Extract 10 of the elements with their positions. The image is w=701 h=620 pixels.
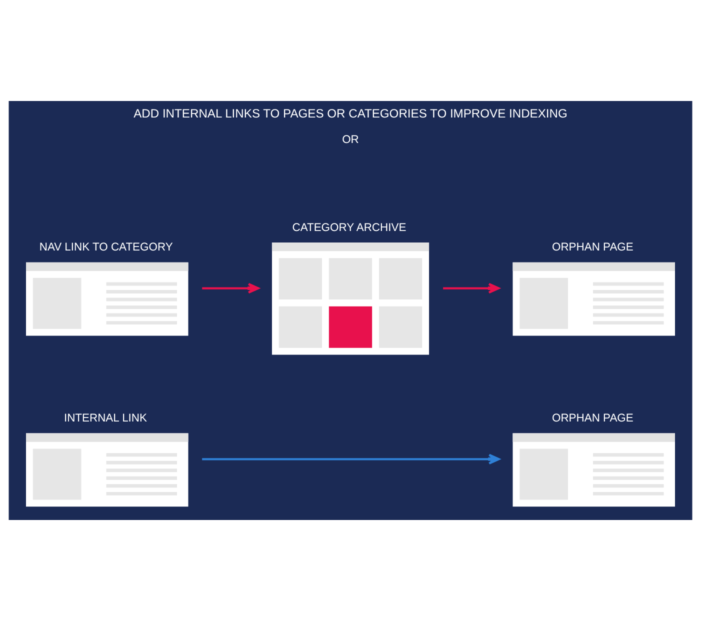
node-label: CATEGORY ARCHIVE <box>292 221 406 234</box>
arrow <box>202 453 500 464</box>
arrow <box>443 282 500 294</box>
node-label: ORPHAN PAGE <box>552 241 634 254</box>
node-label: NAV LINK TO CATEGORY <box>39 241 173 254</box>
arrow <box>202 282 260 294</box>
label: OR <box>342 133 359 146</box>
node-label: INTERNAL LINK <box>64 412 147 424</box>
diagram-title: ADD INTERNAL LINKS TO PAGES OR CATEGORIES TO IMPROVE INDEXING <box>134 106 568 120</box>
node-label: ORPHAN PAGE <box>552 412 634 424</box>
